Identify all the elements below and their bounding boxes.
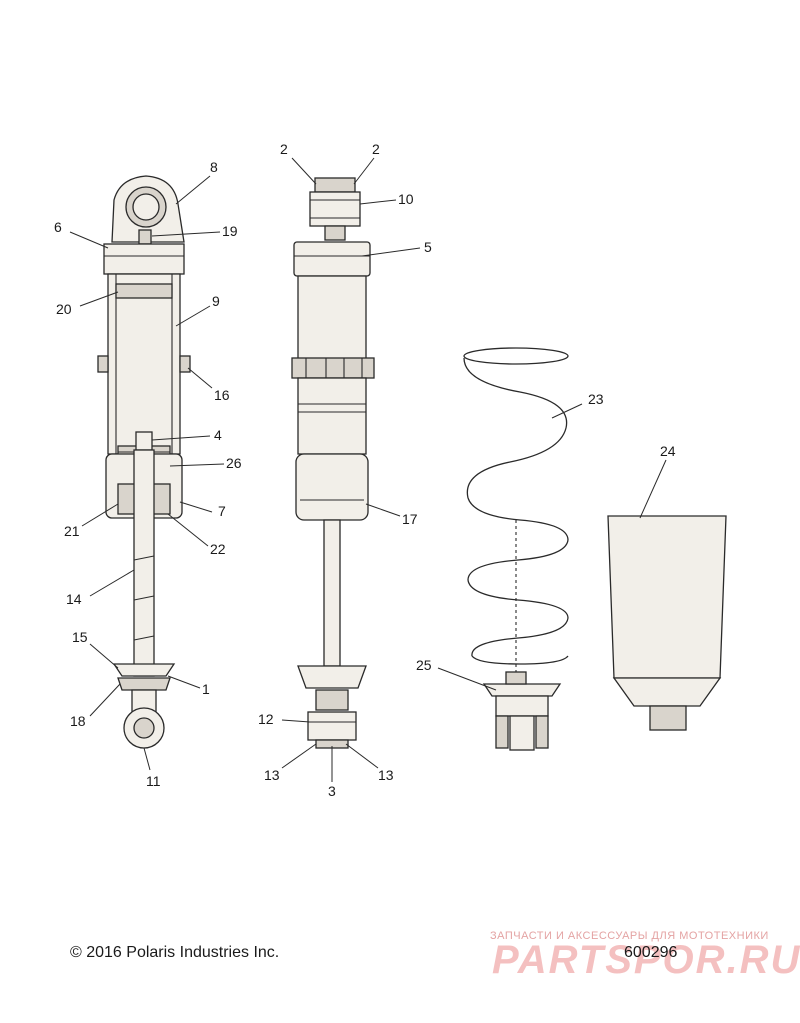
callout-labels: 8 6 19 20 9 16 4 26 21 7 22 14 15 1 18 1… [54,141,676,799]
top-bushing [309,191,361,227]
body-lug-right [179,355,191,373]
callout-21: 21 [64,523,80,539]
callout-19: 19 [222,223,238,239]
watermark-subtitle: ЗАПЧАСТИ И АКСЕССУАРЫ ДЛЯ МОТОТЕХНИКИ [490,930,769,942]
callout-9: 9 [212,293,220,309]
coil-spring [463,347,569,751]
callout-2a: 2 [280,141,288,157]
leader-lines [69,157,667,782]
body-cap [103,243,185,275]
bleed-screw [138,229,152,245]
top-eye-bore [132,193,160,221]
assembly-clevis-top [315,689,349,711]
bottom-washer-2 [117,677,171,691]
callout-4: 4 [214,427,222,443]
callout-16: 16 [214,387,230,403]
callout-6: 6 [54,219,62,235]
boot-body [607,515,727,679]
spring-seat [482,683,562,697]
callout-17: 17 [402,511,418,527]
bearing-cap [295,453,369,521]
callout-10: 10 [398,191,414,207]
watermark-logo: PARTSPOR.RU [492,938,800,982]
callout-24: 24 [660,443,676,459]
shaft-nut [135,431,153,451]
ifp-piston [115,283,173,299]
callout-26: 26 [226,455,242,471]
body-lug-left [97,355,109,373]
protective-boot [607,515,727,731]
callout-13b: 13 [378,767,394,783]
callout-14: 14 [66,591,82,607]
callout-25: 25 [416,657,432,673]
callout-20: 20 [56,301,72,317]
top-spacer [314,177,356,193]
shock-assembly [291,177,375,749]
callout-13a: 13 [264,767,280,783]
spring-seat-collar [505,671,527,685]
boot-taper [612,677,722,707]
callout-11: 11 [146,773,161,789]
shaft [133,449,155,677]
lower-body [297,377,367,455]
callout-5: 5 [424,239,432,255]
callout-22: 22 [210,541,226,557]
callout-1: 1 [202,681,210,697]
seat-bolt-right [535,715,549,749]
callout-23: 23 [588,391,604,407]
shock-cross-section [97,175,191,749]
callout-15: 15 [72,629,88,645]
shock-body [107,273,181,455]
lower-bushing [307,711,357,741]
seat-bolt [509,715,535,751]
callout-3: 3 [328,783,336,799]
seat-fitting [495,695,549,717]
bottom-eye-bore [133,717,155,739]
callout-8: 8 [210,159,218,175]
callout-7: 7 [218,503,226,519]
bottom-out-washer [112,663,176,677]
diagram-number: 600296 [624,944,678,961]
callout-18: 18 [70,713,86,729]
seat-bolt-left [495,715,509,749]
assembly-bumper-plate [297,665,367,689]
assembly-body [297,275,367,363]
body-top-cap [293,241,371,277]
assembly-shaft [323,519,341,667]
top-stud [324,225,346,241]
boot-end [649,705,687,731]
callout-12: 12 [258,711,274,727]
copyright-text: © 2016 Polaris Industries Inc. [70,944,280,961]
callout-2b: 2 [372,141,380,157]
